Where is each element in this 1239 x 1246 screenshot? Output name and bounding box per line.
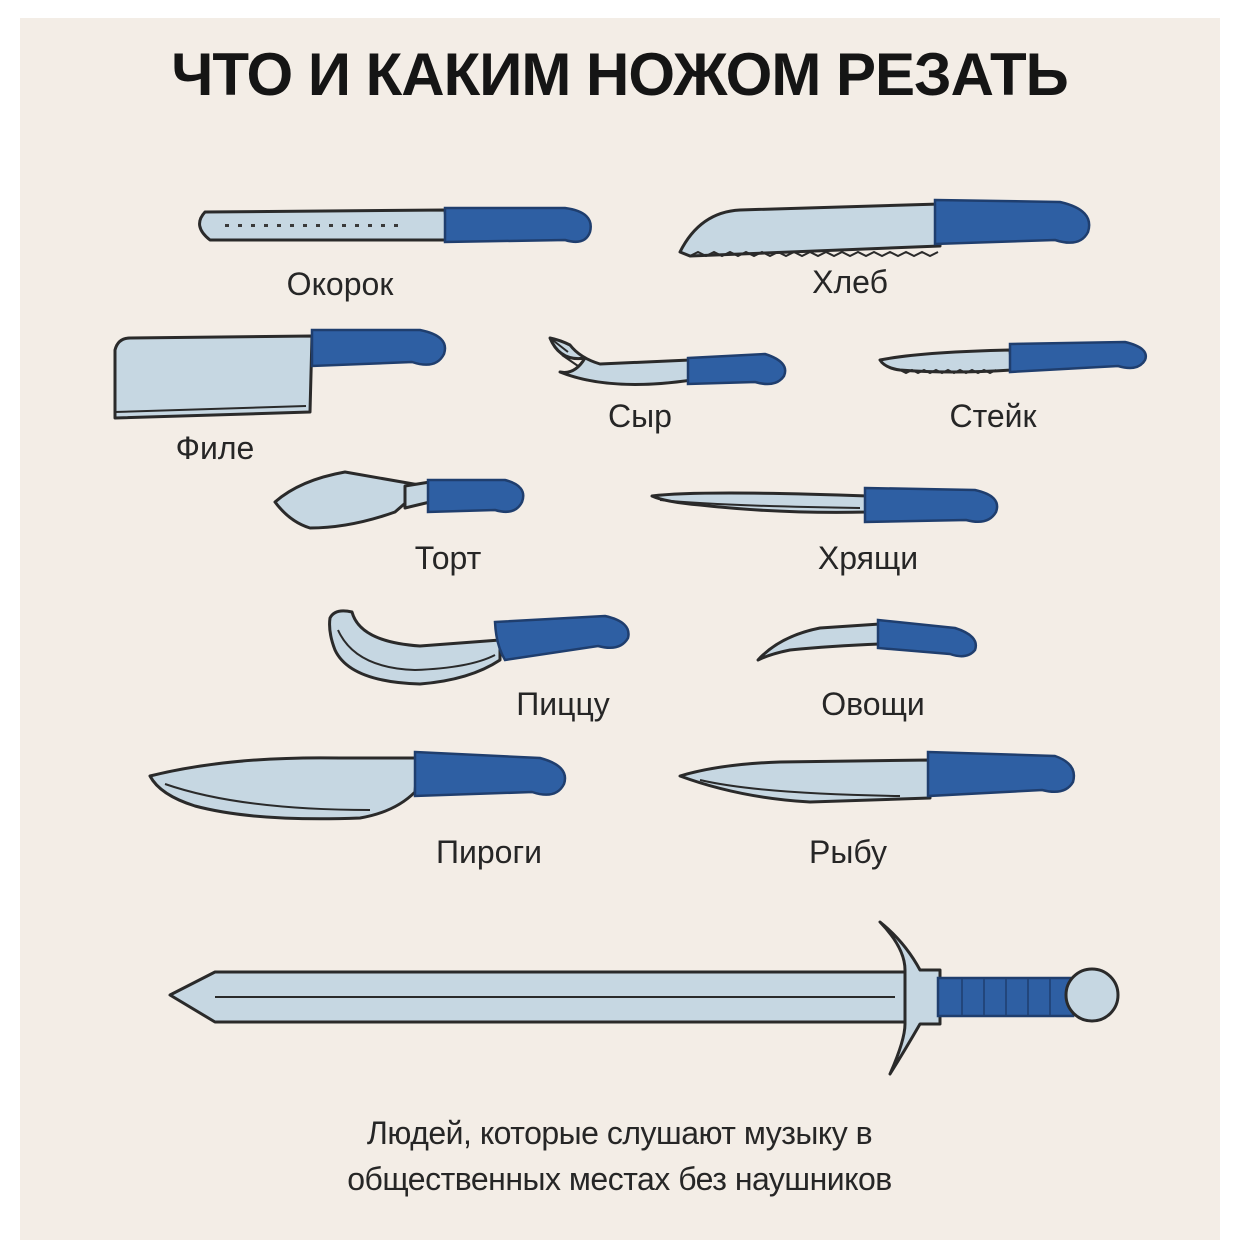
label-pizza: Пиццу <box>516 686 610 722</box>
bread-knife-icon <box>678 198 1091 258</box>
label-ham: Окорок <box>286 266 394 302</box>
label-fish: Рыбу <box>809 834 887 870</box>
label-bread: Хлеб <box>812 264 888 300</box>
fish-knife-icon <box>678 750 1076 804</box>
pizza-knife-icon <box>328 609 630 686</box>
sword-icon <box>168 920 1120 1076</box>
label-cartilage: Хрящи <box>817 540 919 576</box>
ham-slicer-knife-icon <box>198 206 592 244</box>
paring-knife-icon <box>756 618 978 662</box>
steak-knife-icon <box>878 340 1148 375</box>
cake-server-knife-icon <box>273 470 525 530</box>
label-fillet: Филе <box>175 430 255 466</box>
santoku-knife-icon <box>148 750 567 821</box>
cleaver-knife-icon <box>113 328 447 420</box>
cheese-knife-icon <box>548 336 787 386</box>
page-title: ЧТО И КАКИМ НОЖОМ РЕЗАТЬ <box>171 41 1069 108</box>
label-cake: Торт <box>414 540 482 576</box>
label-cheese: Сыр <box>608 398 672 434</box>
label-vegetables: Овощи <box>821 686 925 722</box>
sword-caption: Людей, которые слушают музыку в обществе… <box>0 1110 1239 1202</box>
label-steak: Стейк <box>949 398 1037 434</box>
caption-line-2: общественных местах без наушников <box>347 1161 892 1197</box>
label-pies: Пироги <box>435 834 543 870</box>
boning-knife-icon <box>650 486 999 524</box>
caption-line-1: Людей, которые слушают музыку в <box>366 1115 873 1151</box>
